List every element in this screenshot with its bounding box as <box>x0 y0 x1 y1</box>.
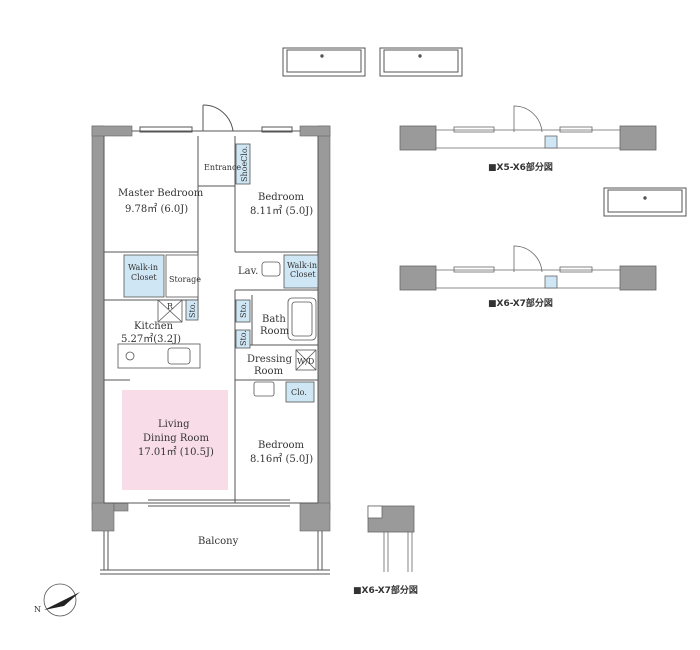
note-x6-x7-bottom: ■X6-X7部分図 <box>353 584 418 596</box>
shoe-clo-label: ShoeClo. <box>240 146 249 182</box>
partial-plan-fragment-right <box>603 187 687 217</box>
balcony-label: Balcony <box>198 536 239 547</box>
note-x6-x7-top: ■X6-X7部分図 <box>488 297 553 309</box>
partial-plan-x6-x7 <box>399 245 657 291</box>
balcony-structure <box>100 531 330 575</box>
living-label-2: Dining Room <box>143 433 209 444</box>
closets <box>123 143 319 403</box>
walkin-left-label-1: Walk-in <box>128 263 158 272</box>
compass-icon: N <box>34 583 80 617</box>
sto-label-a: Sto. <box>188 302 197 318</box>
partial-plan-balcony-x6-x7 <box>367 505 415 572</box>
walkin-right-label-2: Closet <box>290 270 316 279</box>
bedroom1-name: Bedroom <box>258 192 304 203</box>
partial-plan-x5-x6 <box>399 105 657 151</box>
dressing-label-2: Room <box>254 366 284 377</box>
washer-label: W/D <box>297 357 314 366</box>
compass-north-label: N <box>34 605 41 614</box>
storage-label: Storage <box>169 275 201 284</box>
bath-label-1: Bath <box>262 314 286 325</box>
master-bedroom-area: 9.78㎡ (6.0J) <box>125 203 188 215</box>
bedroom1-area: 8.11㎡ (5.0J) <box>250 205 313 217</box>
clo-label: Clo. <box>291 388 307 397</box>
walkin-right-label-1: Walk-in <box>287 261 317 270</box>
bedroom2-area: 8.16㎡ (5.0J) <box>250 453 313 465</box>
refrigerator-label: R <box>167 302 174 311</box>
kitchen-name: Kitchen <box>134 321 174 332</box>
interior-walls <box>103 104 319 507</box>
entrance-label: Entrance <box>204 163 241 172</box>
fixtures <box>117 261 317 397</box>
dressing-label-1: Dressing <box>247 354 293 365</box>
lav-label: Lav. <box>238 266 258 277</box>
top-partial-fragments <box>282 47 463 77</box>
kitchen-area: 5.27㎡(3.2J) <box>121 333 181 345</box>
bedroom2-name: Bedroom <box>258 440 304 451</box>
sto-label-b: Sto. <box>239 302 248 318</box>
outer-walls <box>91 125 331 532</box>
master-bedroom-name: Master Bedroom <box>118 188 204 199</box>
note-x5-x6: ■X5-X6部分図 <box>488 161 553 173</box>
walkin-left-label-2: Closet <box>131 273 157 282</box>
living-label-1: Living <box>158 419 190 430</box>
bath-label-2: Room <box>260 326 290 337</box>
sto-label-c: Sto. <box>239 330 248 346</box>
living-area: 17.01㎡ (10.5J) <box>138 446 214 458</box>
living-dining-area <box>122 390 228 490</box>
